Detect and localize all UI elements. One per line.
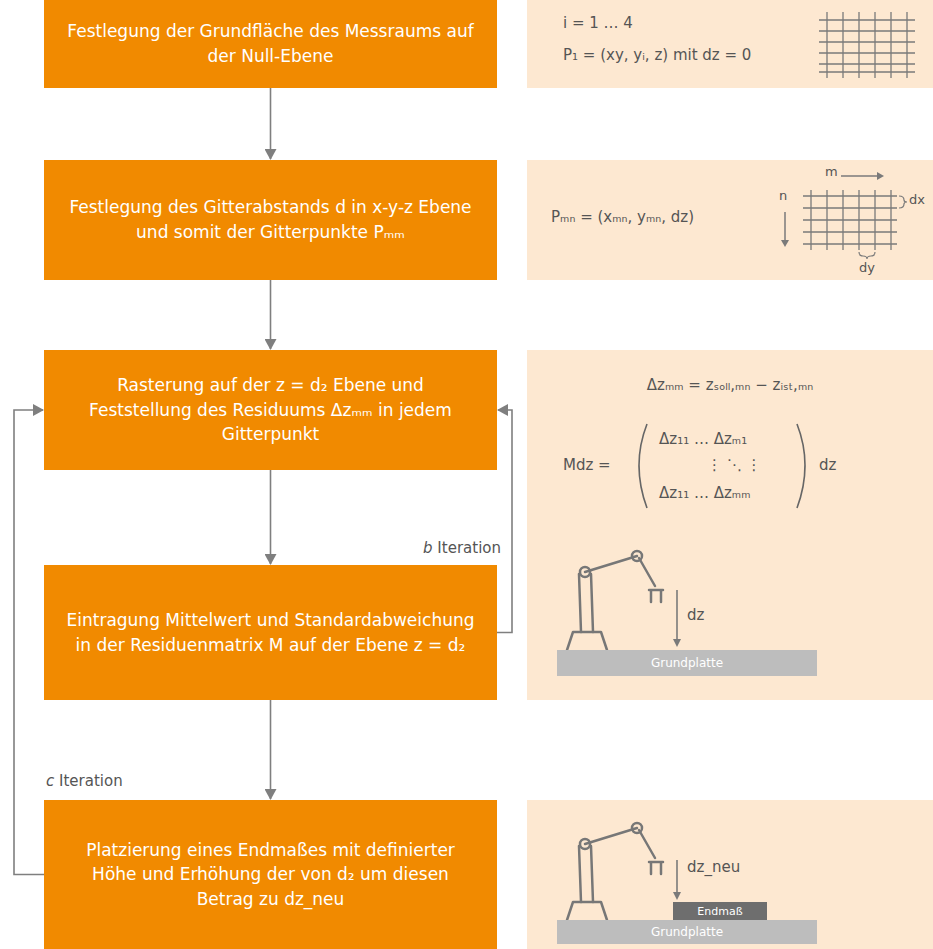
process-box: Eintragung Mittelwert und Standardabweic…	[44, 565, 497, 700]
formula-panel: i = 1 … 4 P₁ = (xy, yᵢ, z) mit dz = 0	[527, 0, 933, 88]
matrix-and-robot	[527, 350, 933, 700]
formula-text: dz_neu	[687, 858, 740, 876]
flow-arrow	[497, 410, 512, 633]
axis-label: n	[779, 188, 787, 204]
formula-text: Δz₁₁ … Δzₘ₁	[659, 430, 747, 448]
box-text: Festlegung der Grundfläche des Messraums…	[64, 19, 477, 68]
axis-label: dx	[909, 192, 925, 208]
box-text: Rasterung auf der z = d₂ Ebene und Fests…	[64, 373, 477, 447]
formula-panel: dz_neuEndmaßGrundplatte	[527, 800, 933, 949]
axis-label: dy	[859, 260, 875, 276]
iteration-label: c Iteration	[44, 772, 125, 790]
plate-label: Grundplatte	[651, 925, 723, 939]
formula-panel: Δzₘₘ = zₛₒₗₗ,ₘₙ − zᵢₛₜ,ₘₙMdz = Δz₁₁ … Δzₘ…	[527, 350, 933, 700]
axis-label: m	[825, 164, 838, 180]
formula-text: Mdz =	[563, 456, 611, 474]
formula-text: Δz₁₁ … Δzₘₘ	[659, 484, 751, 502]
process-box: Rasterung auf der z = d₂ Ebene und Fests…	[44, 350, 497, 470]
formula-text: Pₘₙ = (xₘₙ, yₘₙ, dz)	[551, 208, 694, 226]
process-box: Platzierung eines Endmaßes mit definiert…	[44, 800, 497, 949]
base-plate: Grundplatte	[557, 920, 817, 944]
formula-text: Δzₘₘ = zₛₒₗₗ,ₘₙ − zᵢₛₜ,ₘₙ	[527, 376, 933, 394]
formula-text: i = 1 … 4	[563, 14, 633, 32]
flow-arrow	[270, 88, 272, 159]
plate-label: Grundplatte	[651, 656, 723, 670]
box-text: Eintragung Mittelwert und Standardabweic…	[64, 608, 477, 657]
base-plate: Grundplatte	[557, 650, 817, 676]
formula-text: P₁ = (xy, yᵢ, z) mit dz = 0	[563, 46, 751, 64]
process-box: Festlegung des Gitterabstands d in x-y-z…	[44, 160, 497, 280]
plate-label: Endmaß	[697, 905, 742, 918]
iteration-label: b Iteration	[421, 539, 503, 557]
formula-text: dz	[687, 606, 704, 624]
formula-text: dz	[819, 456, 836, 474]
formula-text: ⋮ ⋱ ⋮	[707, 456, 762, 474]
box-text: Platzierung eines Endmaßes mit definiert…	[64, 838, 477, 912]
flow-arrow	[270, 700, 272, 799]
grid-icon	[527, 0, 933, 88]
flow-arrow	[14, 410, 44, 875]
process-box: Festlegung der Grundfläche des Messraums…	[44, 0, 497, 88]
gauge-block: Endmaß	[673, 902, 767, 920]
box-text: Festlegung des Gitterabstands d in x-y-z…	[64, 195, 477, 244]
formula-panel: Pₘₙ = (xₘₙ, yₘₙ, dz) m n dx dy	[527, 160, 933, 280]
flow-arrow	[270, 470, 272, 564]
flow-arrow	[270, 280, 272, 349]
